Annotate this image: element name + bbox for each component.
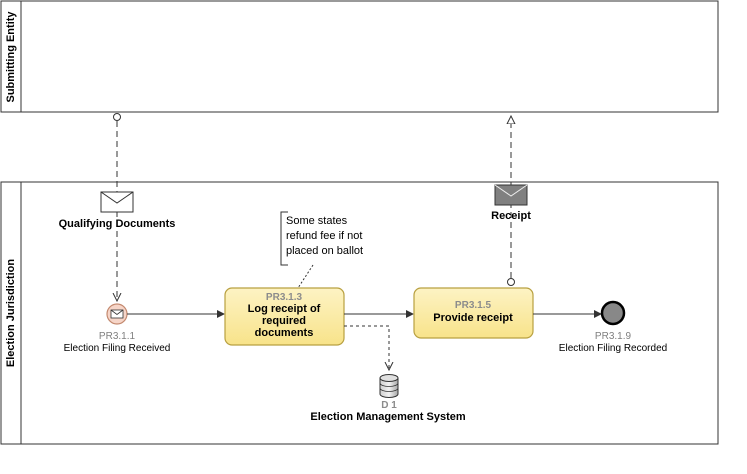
task1-id: PR3.1.3	[266, 292, 303, 303]
message-label-qualifying: Qualifying Documents	[59, 218, 176, 230]
task1-line-2: required	[262, 315, 306, 327]
end-event-label: Election Filing Recorded	[559, 343, 667, 354]
text-annotation[interactable]	[280, 211, 288, 266]
end-event-id: PR3.1.9	[595, 331, 632, 342]
datastore-id: D 1	[381, 400, 397, 411]
lane-label-submitting-entity: Submitting Entity	[5, 11, 17, 103]
task1-line-3: documents	[255, 327, 314, 339]
task1-line-1: Log receipt of	[248, 303, 321, 315]
start-event-id: PR3.1.1	[99, 331, 136, 342]
end-event-election-filing-recorded[interactable]	[600, 300, 626, 326]
pool-submitting-entity[interactable]: Submitting Entity	[0, 0, 719, 113]
database-icon[interactable]	[379, 374, 399, 398]
annotation-line-3: placed on ballot	[286, 245, 363, 257]
start-event-election-filing-received[interactable]	[106, 303, 128, 325]
datastore-label: Election Management System	[310, 411, 465, 423]
envelope-icon	[100, 191, 134, 213]
envelope-icon	[110, 309, 124, 319]
task2-id: PR3.1.5	[455, 300, 492, 311]
envelope-filled-icon	[494, 184, 528, 206]
message-label-receipt: Receipt	[491, 210, 531, 222]
task-log-receipt[interactable]	[224, 287, 345, 346]
data-association[interactable]	[344, 325, 389, 370]
start-event-label: Election Filing Received	[64, 343, 171, 354]
annotation-line-1: Some states	[286, 215, 348, 227]
annotation-line-2: refund fee if not	[286, 230, 362, 242]
lane-label-election-jurisdiction: Election Jurisdiction	[5, 259, 17, 367]
annotation-association	[297, 264, 314, 289]
task2-label: Provide receipt	[433, 312, 513, 324]
task-provide-receipt[interactable]	[413, 287, 534, 339]
